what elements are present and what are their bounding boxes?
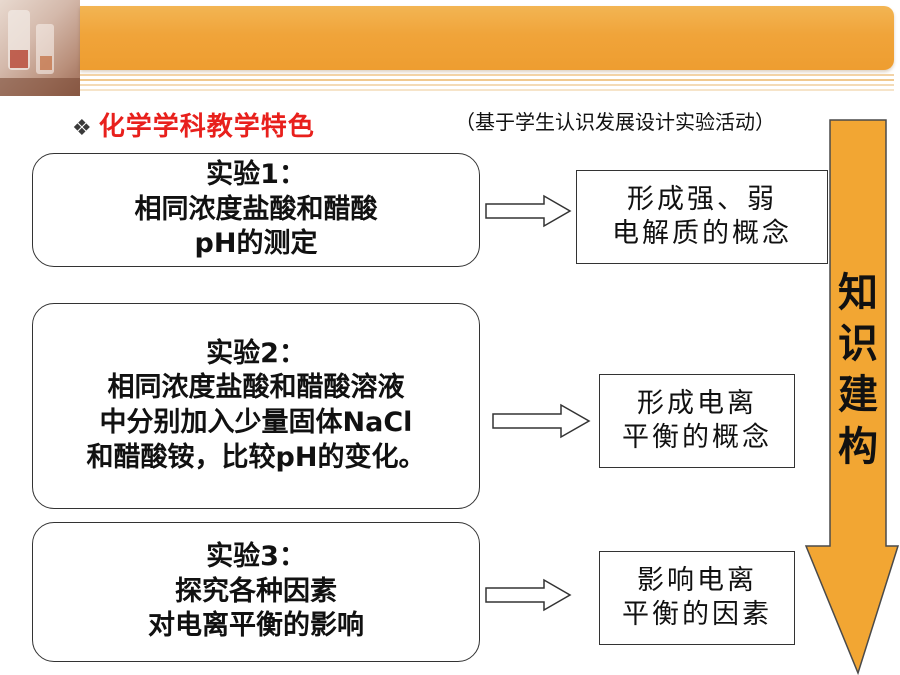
header-stripes [80, 74, 894, 96]
side-label-char: 建 [838, 372, 878, 419]
experiment-box-1: 实验1： 相同浓度盐酸和醋酸 pH的测定 [32, 153, 480, 267]
result-1-line-2: 电解质的概念 [612, 218, 792, 249]
side-label-char: 构 [838, 423, 878, 470]
result-1-line-1: 形成强、弱 [627, 184, 777, 216]
experiment-1-line-2: 相同浓度盐酸和醋酸 [134, 193, 378, 225]
experiment-box-3: 实验3： 探究各种因素 对电离平衡的影响 [32, 522, 480, 662]
experiment-1-line-3: pH的测定 [194, 228, 318, 260]
result-2-line-1: 形成电离 [637, 388, 757, 420]
result-box-2: 形成电离 平衡的概念 [599, 374, 795, 468]
experiment-2-line-2: 相同浓度盐酸和醋酸溶液 [107, 372, 405, 404]
header-decoration-image [0, 0, 80, 96]
experiment-1-line-1: 实验1： [206, 159, 306, 191]
knowledge-construction-label: 知 识 建 构 [832, 268, 884, 473]
arrow-right-icon [492, 403, 591, 439]
experiment-3-line-3: 对电离平衡的影响 [148, 610, 364, 642]
result-box-1: 形成强、弱 电解质的概念 [576, 170, 828, 264]
experiment-3-line-1: 实验3： [206, 541, 306, 573]
side-label-char: 识 [838, 321, 878, 368]
arrow-right-icon [485, 578, 572, 612]
down-arrow-icon [804, 119, 900, 675]
experiment-2-line-1: 实验2： [206, 337, 306, 369]
diamond-bullet-icon: ❖ [72, 116, 93, 141]
header-bar [80, 6, 894, 70]
section-subtitle: （基于学生认识发展设计实验活动） [455, 110, 775, 134]
arrow-right-icon [485, 194, 572, 228]
result-2-line-2: 平衡的概念 [622, 422, 772, 453]
result-3-line-2: 平衡的因素 [622, 599, 772, 630]
side-label-char: 知 [838, 270, 878, 316]
result-3-line-1: 影响电离 [637, 565, 757, 597]
experiment-box-2: 实验2： 相同浓度盐酸和醋酸溶液 中分别加入少量固体NaCl 和醋酸铵，比较pH… [32, 303, 480, 509]
experiment-2-line-4: 和醋酸铵，比较pH的变化。 [86, 441, 426, 473]
experiment-2-line-3: 中分别加入少量固体NaCl [99, 407, 413, 438]
section-title-text: 化学学科教学特色 [98, 112, 315, 142]
experiment-3-line-2: 探究各种因素 [175, 575, 337, 607]
result-box-3: 影响电离 平衡的因素 [599, 551, 795, 645]
section-title: ❖化学学科教学特色 [72, 106, 315, 143]
